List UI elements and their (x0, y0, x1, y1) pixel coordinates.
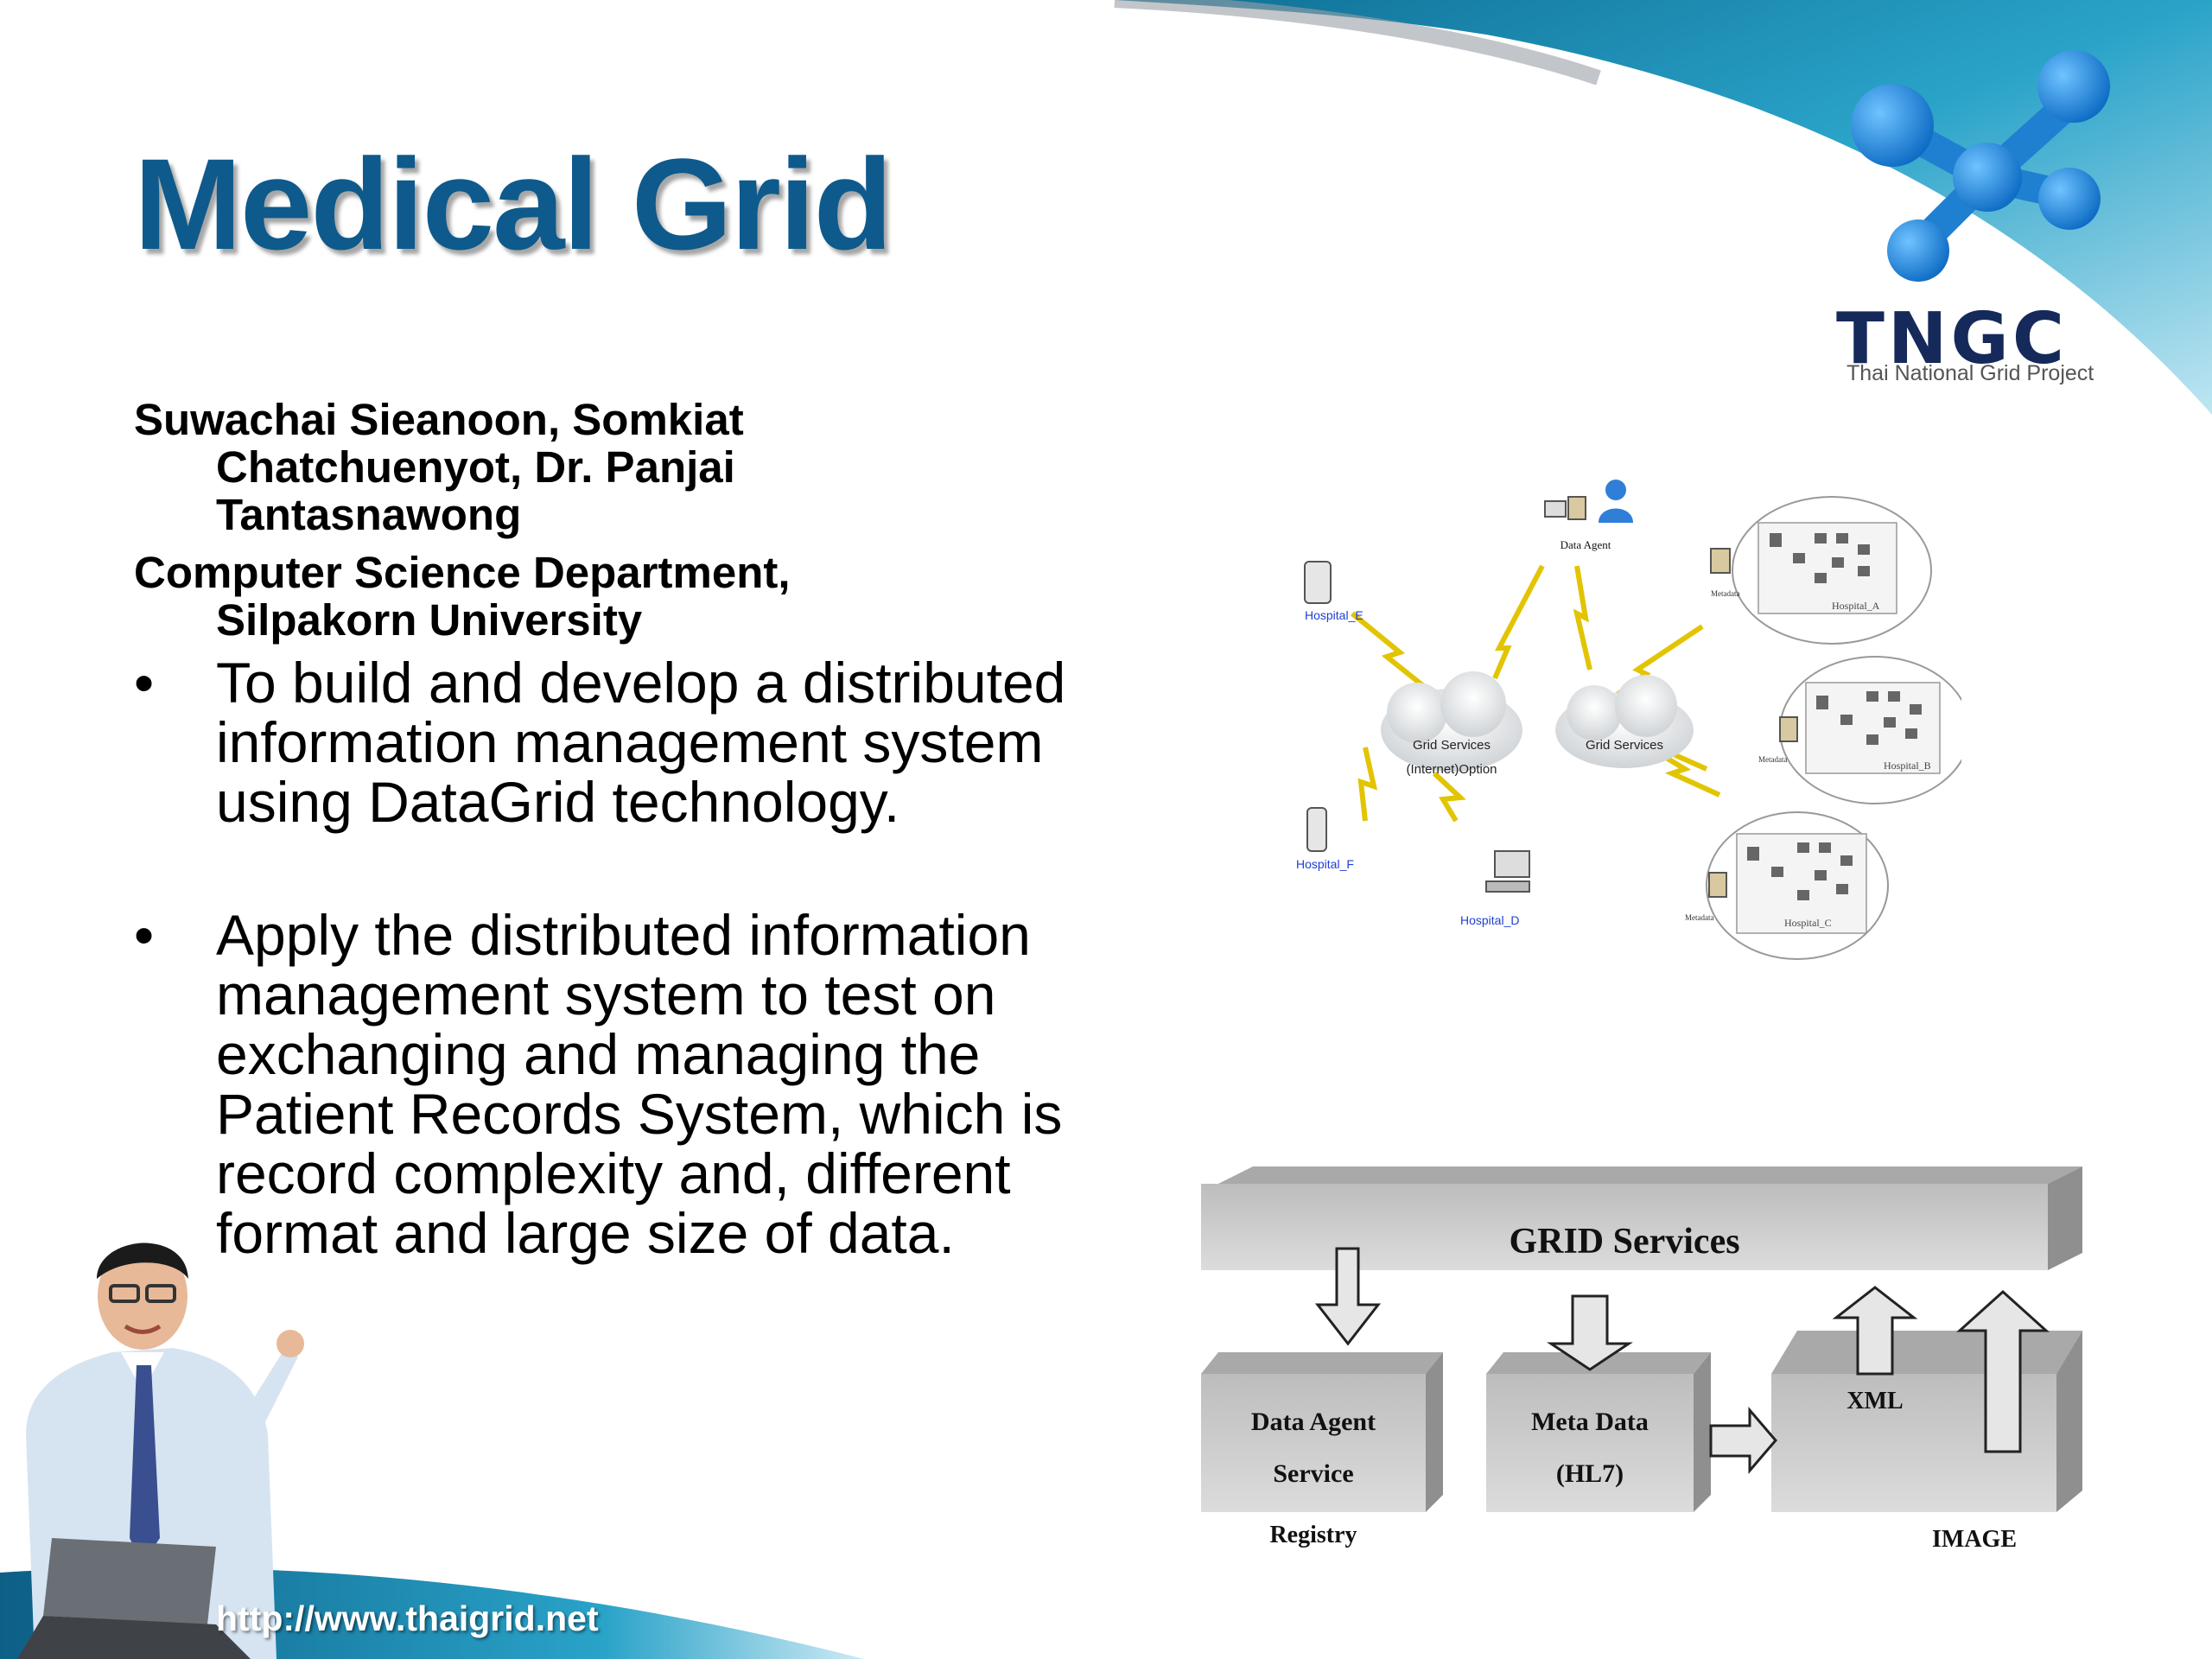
presenter-figure-icon (17, 1243, 304, 1659)
hospital-d-icon (1485, 850, 1530, 893)
link-lines (1351, 564, 1721, 823)
hospital-e-label: Hospital_E (1305, 608, 1363, 622)
bullet-text: Apply the distributed information manage… (216, 903, 1063, 1265)
cloud-left-label: (Internet)Option (1406, 762, 1497, 777)
bullet-item: • To build and develop a distributed inf… (134, 653, 1067, 832)
up-arrow-icon (1832, 1286, 1918, 1376)
hospital-b-label: Hospital_B (1884, 760, 1931, 772)
svg-text:Metadata: Metadata (1711, 589, 1739, 598)
down-arrow-icon (1547, 1294, 1633, 1371)
cloud-right-icon (1555, 675, 1694, 768)
header-swoosh (1114, 0, 2212, 415)
logo-wordmark: TNGC (1836, 298, 2069, 380)
bullet-icon: • (134, 651, 155, 715)
right-arrow-icon (1709, 1406, 1777, 1475)
tngc-logo-icon (1851, 50, 2110, 282)
hospital-f-label: Hospital_F (1296, 857, 1354, 871)
data-agent-service-label: Data Agent (1251, 1408, 1376, 1436)
cloud-right-label: Grid Services (1586, 738, 1663, 753)
authors-line: Tantasnawong (216, 490, 522, 539)
registry-caption: Registry (1269, 1522, 1357, 1548)
hospital-a-group: Metadata Hospital_A (1710, 496, 1932, 645)
svg-text:Metadata: Metadata (1685, 913, 1713, 922)
xml-label: XML (1847, 1388, 1903, 1414)
data-agent-service-label: Service (1273, 1459, 1353, 1488)
double-arrow-icon (1314, 1247, 1382, 1346)
bullet-icon: • (134, 903, 155, 967)
large-up-arrow-icon (1956, 1289, 2050, 1453)
department-line: Computer Science Department, (134, 548, 791, 597)
slide-title: Medical Grid (134, 131, 893, 276)
cloud-left-label: Grid Services (1413, 738, 1491, 753)
authors-line: Suwachai Sieanoon, Somkiat (134, 395, 744, 444)
hospital-b-group: Metadata Hospital_B (1758, 656, 1961, 804)
svg-text:Metadata: Metadata (1758, 755, 1787, 764)
hospital-c-label: Hospital_C (1784, 917, 1832, 929)
grid-services-diagram: GRID Services Data Agent Service Registr… (1201, 1166, 2082, 1553)
hospital-d-label: Hospital_D (1460, 913, 1519, 927)
footer-url: http://www.thaigrid.net (216, 1599, 599, 1638)
computer-icons (1747, 533, 1922, 900)
cloud-left-icon (1381, 671, 1522, 772)
hospital-e-icon (1304, 561, 1332, 604)
grid-services-label: GRID Services (1509, 1222, 1739, 1262)
authors-line: Chatchuenyot, Dr. Panjai (216, 442, 735, 492)
bullet-text: To build and develop a distributed infor… (216, 651, 1066, 834)
department-line: Silpakorn University (216, 595, 643, 645)
hospital-c-group: Metadata Hospital_C (1685, 811, 1889, 960)
hospital-a-label: Hospital_A (1832, 600, 1880, 612)
network-diagram: Grid Services (Internet)Option Grid Serv… (1296, 480, 1961, 960)
authors: Suwachai Sieanoon, Somkiat Chatchuenyot,… (134, 396, 946, 538)
metadata-label: (HL7) (1556, 1459, 1624, 1488)
bullet-item: • Apply the distributed information mana… (134, 906, 1067, 1263)
hospital-f-icon (1306, 807, 1327, 852)
data-agent-label: Data Agent (1560, 538, 1611, 551)
image-caption: IMAGE (1932, 1526, 2017, 1553)
metadata-label: Meta Data (1531, 1408, 1649, 1436)
department: Computer Science Department, Silpakorn U… (134, 549, 946, 644)
data-agent-icon (1544, 480, 1633, 523)
logo-subtitle: Thai National Grid Project (1847, 361, 2094, 385)
